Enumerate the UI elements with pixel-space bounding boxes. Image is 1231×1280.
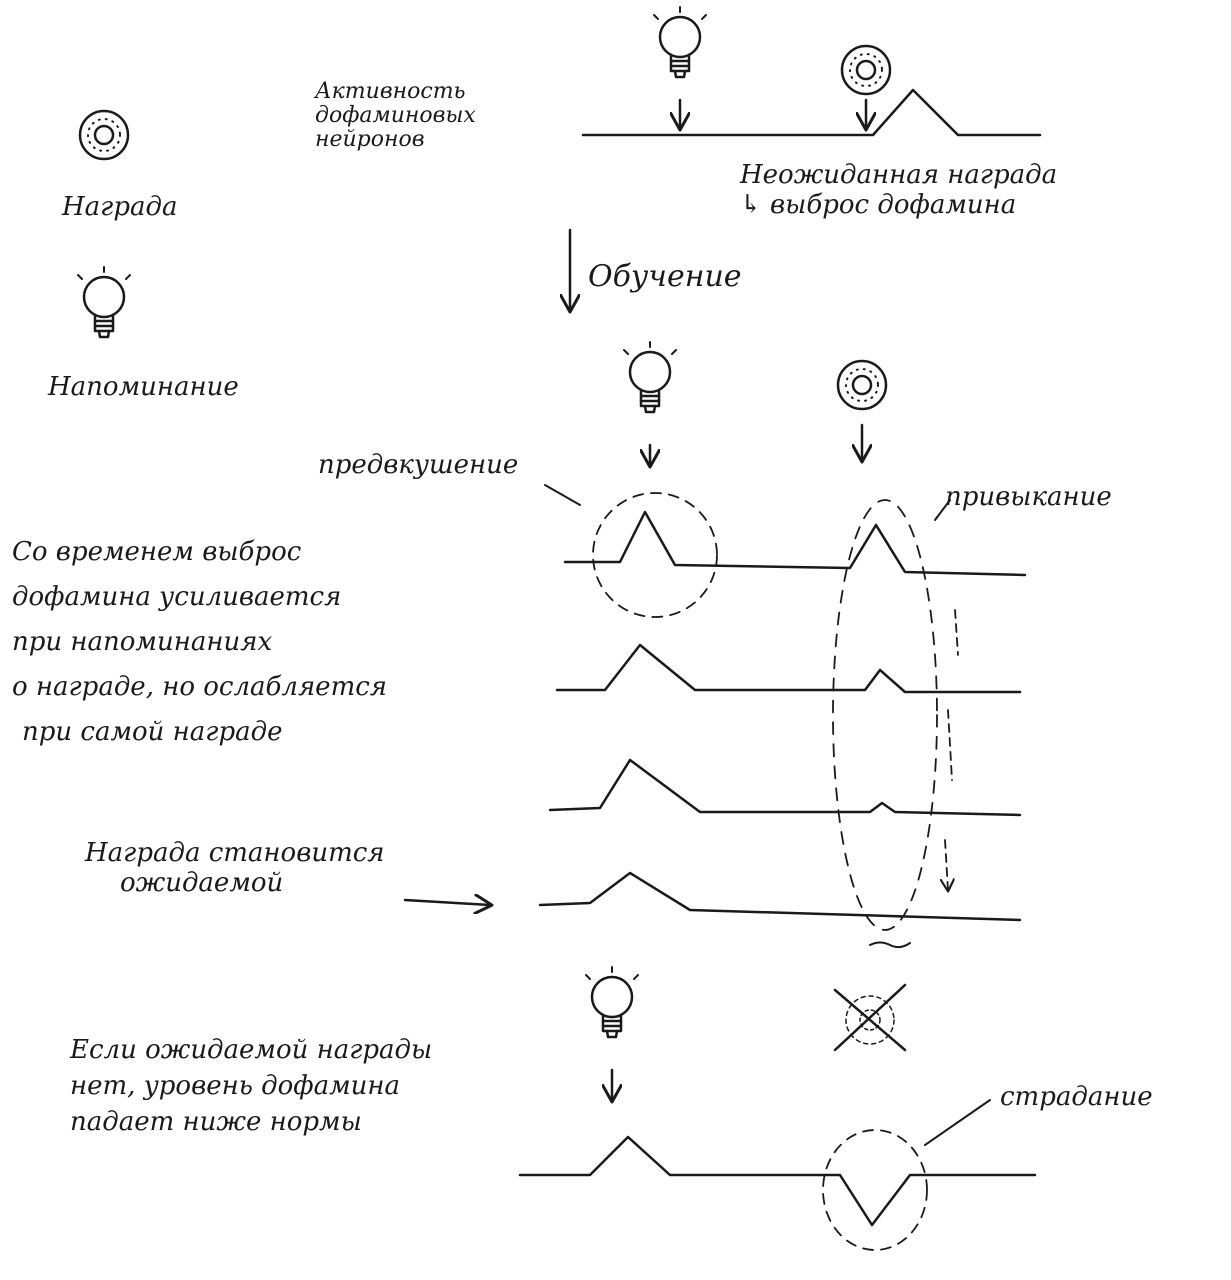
note-line: о награде, но ослабляется: [12, 672, 387, 702]
activity-line-stage-2: [555, 643, 1022, 694]
expected-note: Награда становится ожидаемой: [85, 838, 385, 898]
reward-icon: [840, 44, 892, 96]
activity-line-stage-1: [563, 510, 1027, 577]
anticipation-circle: [592, 492, 718, 618]
suffering-circle: [822, 1129, 928, 1251]
suffering-pointer: [924, 1099, 991, 1146]
note-line: Со временем выброс: [12, 537, 302, 567]
reminder-bulb-icon: [652, 5, 708, 79]
expected-arrow-icon: [403, 900, 490, 905]
note-line: дофамина усиливается: [12, 582, 342, 612]
over-time-note: Со временем выброс дофамина усиливается …: [12, 530, 387, 755]
reminder-bulb-icon: [622, 340, 678, 414]
activity-label-line: дофаминовых: [315, 103, 476, 128]
activity-line-unexpected: [581, 88, 1042, 137]
dopamine-burst-text: ↳ выброс дофамина: [740, 190, 1017, 220]
note-line: при самой награде: [22, 717, 283, 747]
activity-line-stage-3: [548, 758, 1022, 817]
learning-label: Обучение: [588, 259, 742, 294]
anticipation-pointer: [544, 484, 581, 506]
habituation-pointer: [934, 499, 951, 521]
absent-reward-note: Если ожидаемой награды нет, уровень дофа…: [70, 1032, 432, 1140]
reminder-bulb-icon: [76, 265, 132, 339]
note-line: Если ожидаемой награды: [70, 1035, 433, 1065]
note-line: падает ниже нормы: [70, 1107, 362, 1137]
activity-line-stage-4: [538, 871, 1022, 922]
activity-label-line: нейронов: [315, 127, 425, 152]
habituation-label: привыкание: [945, 482, 1112, 512]
habituation-region: [832, 499, 938, 931]
activity-label: Активность дофаминовых нейронов: [315, 80, 476, 152]
absent-reward-icon: [833, 983, 907, 1052]
activity-label-line: Активность: [315, 79, 466, 104]
anticipation-label: предвкушение: [318, 450, 519, 480]
unexpected-reward-note: Неожиданная награда ↳ выброс дофамина: [740, 160, 1057, 220]
decline-arrows-icon: [945, 609, 958, 890]
note-line: Награда становится: [85, 838, 385, 868]
unexpected-reward-text: Неожиданная награда: [740, 160, 1058, 190]
reward-icon: [78, 109, 130, 161]
squiggle: [869, 941, 911, 949]
activity-line-no-reward: [518, 1135, 1037, 1227]
note-line: нет, уровень дофамина: [70, 1071, 401, 1101]
reward-legend-label: Награда: [62, 192, 178, 222]
reminder-bulb-icon: [584, 965, 640, 1039]
note-line: при напоминаниях: [12, 627, 273, 657]
reminder-legend-label: Напоминание: [48, 372, 239, 402]
reward-icon: [836, 359, 888, 411]
note-line: ожидаемой: [120, 868, 284, 898]
suffering-label: страдание: [1000, 1082, 1153, 1112]
